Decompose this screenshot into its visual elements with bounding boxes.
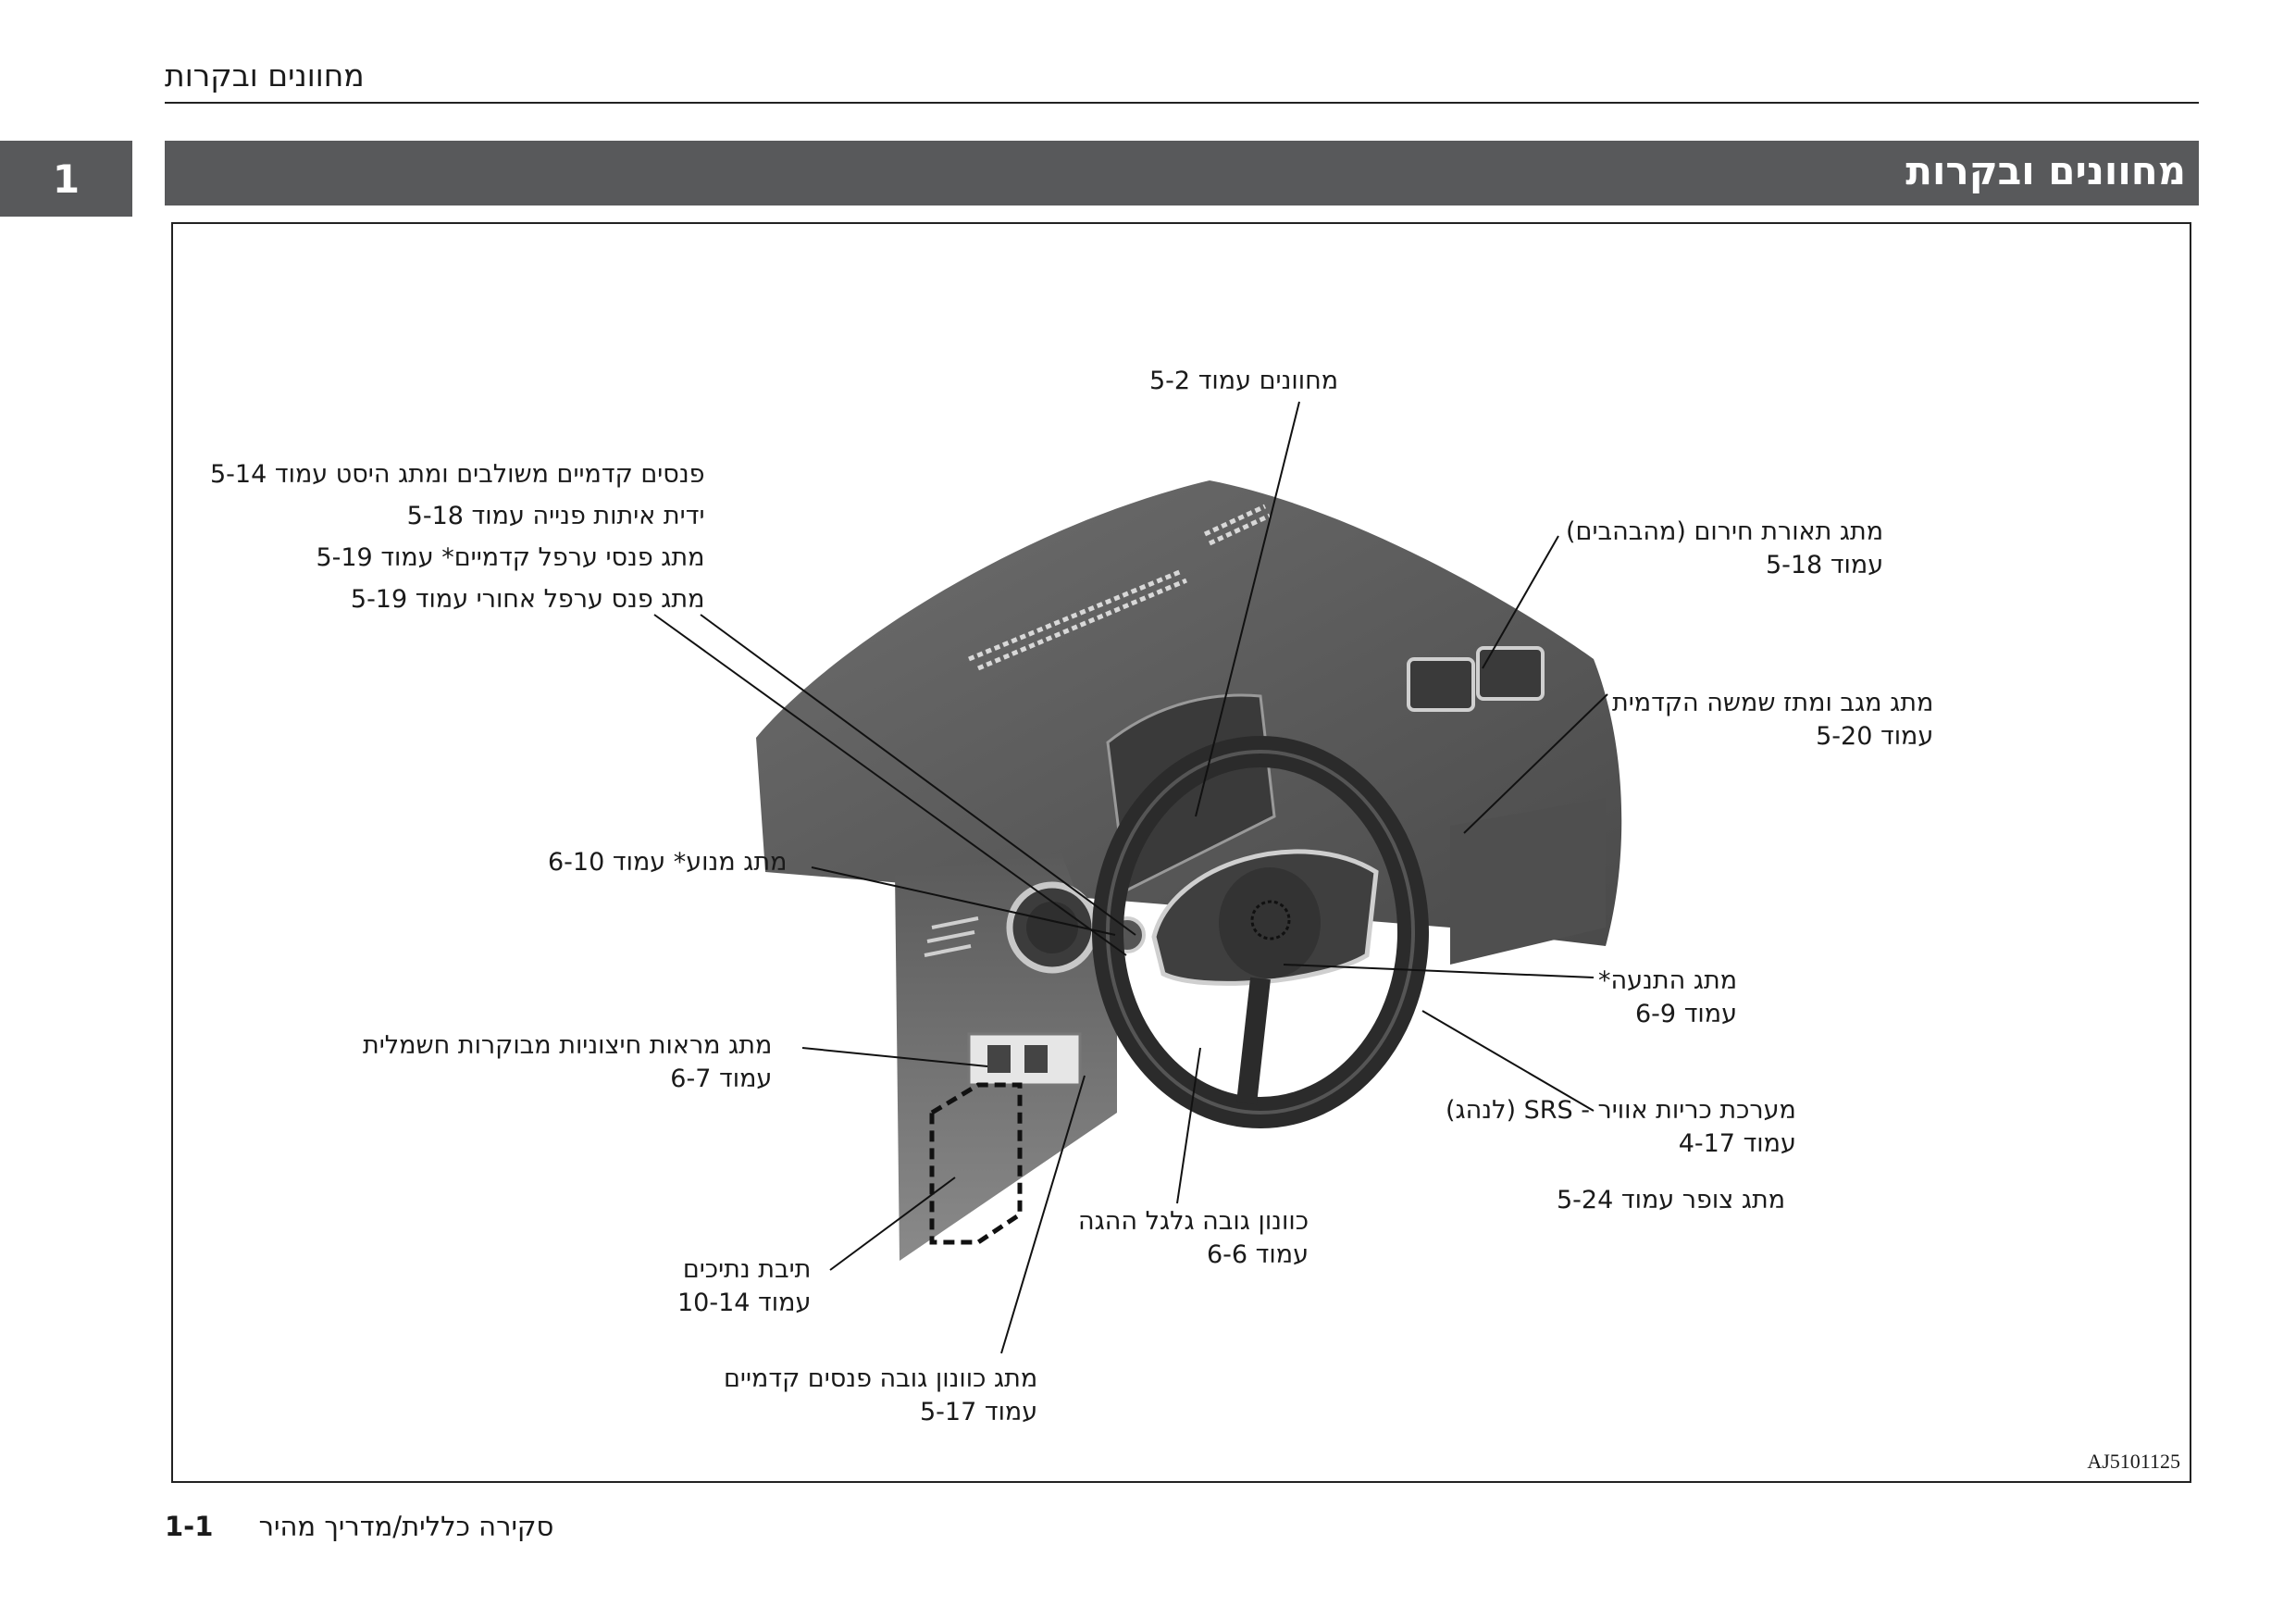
callout-hazard-page: עמוד 5-18 (1566, 549, 1883, 582)
image-code: AJ5101125 (2087, 1450, 2180, 1474)
callout-mirrors-page: עמוד 6-7 (363, 1063, 772, 1096)
callout-fuse-page: עמוד 10-14 (677, 1287, 811, 1320)
callout-gauges: מחוונים עמוד 5-2 (1149, 365, 1338, 398)
callout-fuse-text: תיבת נתיכים (677, 1253, 811, 1287)
callout-front-fog-text: מתג פנסי ערפל קדמיים* עמוד 5-19 (210, 537, 705, 579)
header-rule (165, 102, 2199, 104)
callout-wiper-page: עמוד 5-20 (1612, 720, 1933, 753)
figure-frame: מחוונים עמוד 5-2 פנסים קדמיים משולבים ומ… (171, 222, 2191, 1483)
chapter-tab: 1 (0, 141, 132, 217)
page-number: 1-1 (165, 1511, 213, 1542)
callout-horn: מתג צופר עמוד 5-24 (1557, 1184, 1785, 1217)
callout-ignition: מתג התנעה* עמוד 6-9 (1598, 965, 1737, 1031)
footer-text: סקירה כללית/מדריך מהיר (259, 1511, 554, 1542)
callout-airbag: מערכת כריות אוויר - SRS (לנהג) עמוד 4-17 (1446, 1094, 1796, 1161)
callout-turn-lever-text: ידית איתות פנייה עמוד 5-18 (210, 495, 705, 537)
callout-fuse: תיבת נתיכים עמוד 10-14 (677, 1253, 811, 1320)
callout-leveling-text: מתג כוונון גובה פנסים קדמיים (724, 1363, 1037, 1396)
callout-airbag-page: עמוד 4-17 (1446, 1127, 1796, 1161)
section-title: מחוונים ובקרות (1905, 148, 2186, 193)
page-footer: 1-1 סקירה כללית/מדריך מהיר (165, 1511, 553, 1542)
callout-lights-text: פנסים קדמיים משולבים ומתג היסט עמוד 5-14 (210, 454, 705, 495)
callout-tilt-text: כוונון גובה גלגל ההגה (1078, 1205, 1309, 1239)
callout-rear-fog-text: מתג פנס ערפל אחורי עמוד 5-19 (210, 579, 705, 620)
callout-hazard-text: מתג תאורת חירום (מהבהבים) (1566, 516, 1883, 549)
callout-hazard: מתג תאורת חירום (מהבהבים) עמוד 5-18 (1566, 516, 1883, 582)
callout-engine-text: מתג מנוע* עמוד 6-10 (548, 846, 787, 879)
callout-ignition-text: מתג התנעה* (1598, 965, 1737, 998)
callout-engine: מתג מנוע* עמוד 6-10 (548, 846, 787, 879)
callout-mirrors-text: מתג מראות חיצוניות מבוקרות חשמלית (363, 1029, 772, 1063)
callout-tilt: כוונון גובה גלגל ההגה עמוד 6-6 (1078, 1205, 1309, 1272)
section-bar: מחוונים ובקרות (165, 141, 2199, 205)
callout-wiper-text: מתג מגב ומתז שמשה הקדמית (1612, 687, 1933, 720)
callout-leveling: מתג כוונון גובה פנסים קדמיים עמוד 5-17 (724, 1363, 1037, 1429)
dashboard-illustration (173, 224, 2190, 1481)
callout-left-group: פנסים קדמיים משולבים ומתג היסט עמוד 5-14… (210, 454, 705, 620)
callout-horn-text: מתג צופר עמוד 5-24 (1557, 1184, 1785, 1217)
callout-mirrors: מתג מראות חיצוניות מבוקרות חשמלית עמוד 6… (363, 1029, 772, 1096)
callout-tilt-page: עמוד 6-6 (1078, 1239, 1309, 1272)
callout-gauges-text: מחוונים עמוד 5-2 (1149, 365, 1338, 398)
callout-wiper: מתג מגב ומתז שמשה הקדמית עמוד 5-20 (1612, 687, 1933, 753)
callout-ignition-page: עמוד 6-9 (1598, 998, 1737, 1031)
callout-leveling-page: עמוד 5-17 (724, 1396, 1037, 1429)
running-header-title: מחוונים ובקרות (165, 57, 365, 93)
callout-airbag-text: מערכת כריות אוויר - SRS (לנהג) (1446, 1094, 1796, 1127)
